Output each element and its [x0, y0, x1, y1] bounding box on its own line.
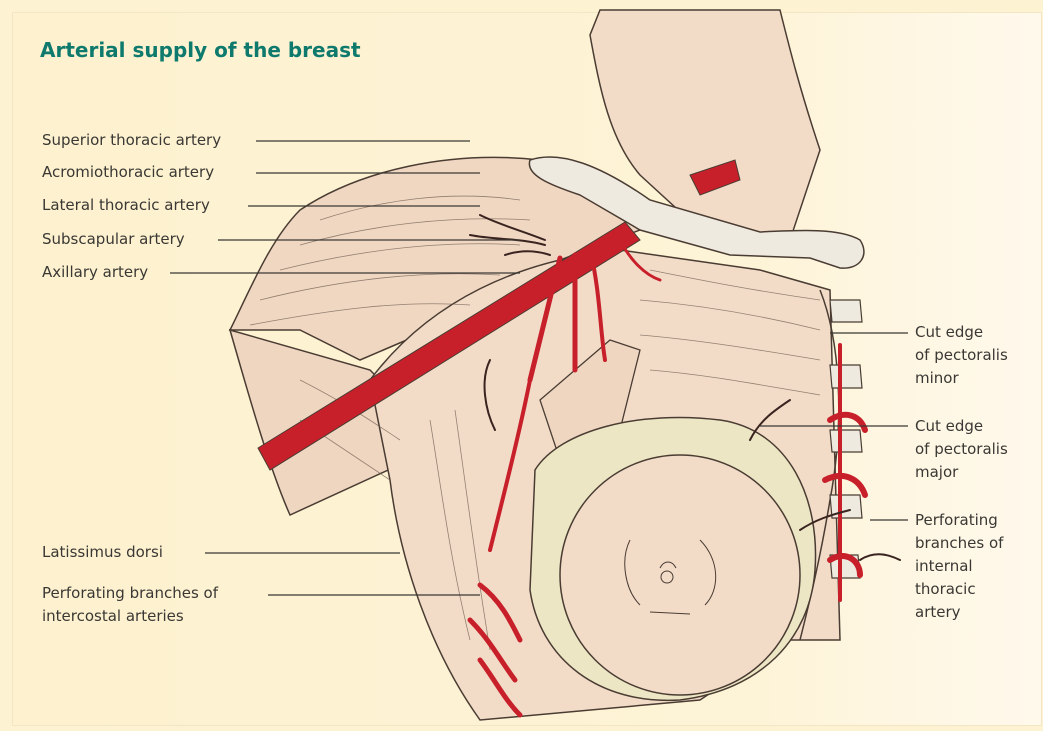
label-pectoralis-major-line2: of pectoralis [915, 438, 1008, 461]
label-pectoralis-minor-line1: Cut edge [915, 321, 983, 344]
breast-gland [560, 455, 800, 695]
label-perforating-intercostal-line2: intercostal arteries [42, 606, 184, 627]
label-lateral-thoracic-artery: Lateral thoracic artery [42, 195, 210, 216]
label-acromiothoracic-artery: Acromiothoracic artery [42, 162, 214, 183]
label-pectoralis-major-line1: Cut edge [915, 415, 983, 438]
label-superior-thoracic-artery: Superior thoracic artery [42, 130, 221, 151]
label-perforating-internal-line5: artery [915, 601, 961, 624]
label-subscapular-artery: Subscapular artery [42, 229, 185, 250]
label-perforating-intercostal-line1: Perforating branches of [42, 583, 218, 604]
label-perforating-internal-line4: thoracic [915, 578, 976, 601]
label-pectoralis-minor-line2: of pectoralis [915, 344, 1008, 367]
label-pectoralis-major-line3: major [915, 461, 958, 484]
label-perforating-internal-line1: Perforating [915, 509, 998, 532]
label-perforating-internal-line3: internal [915, 555, 973, 578]
diagram-title: Arterial supply of the breast [40, 38, 361, 62]
label-perforating-internal-line2: branches of [915, 532, 1003, 555]
label-pectoralis-minor-line3: minor [915, 367, 959, 390]
label-latissimus-dorsi: Latissimus dorsi [42, 542, 163, 563]
label-axillary-artery: Axillary artery [42, 262, 148, 283]
